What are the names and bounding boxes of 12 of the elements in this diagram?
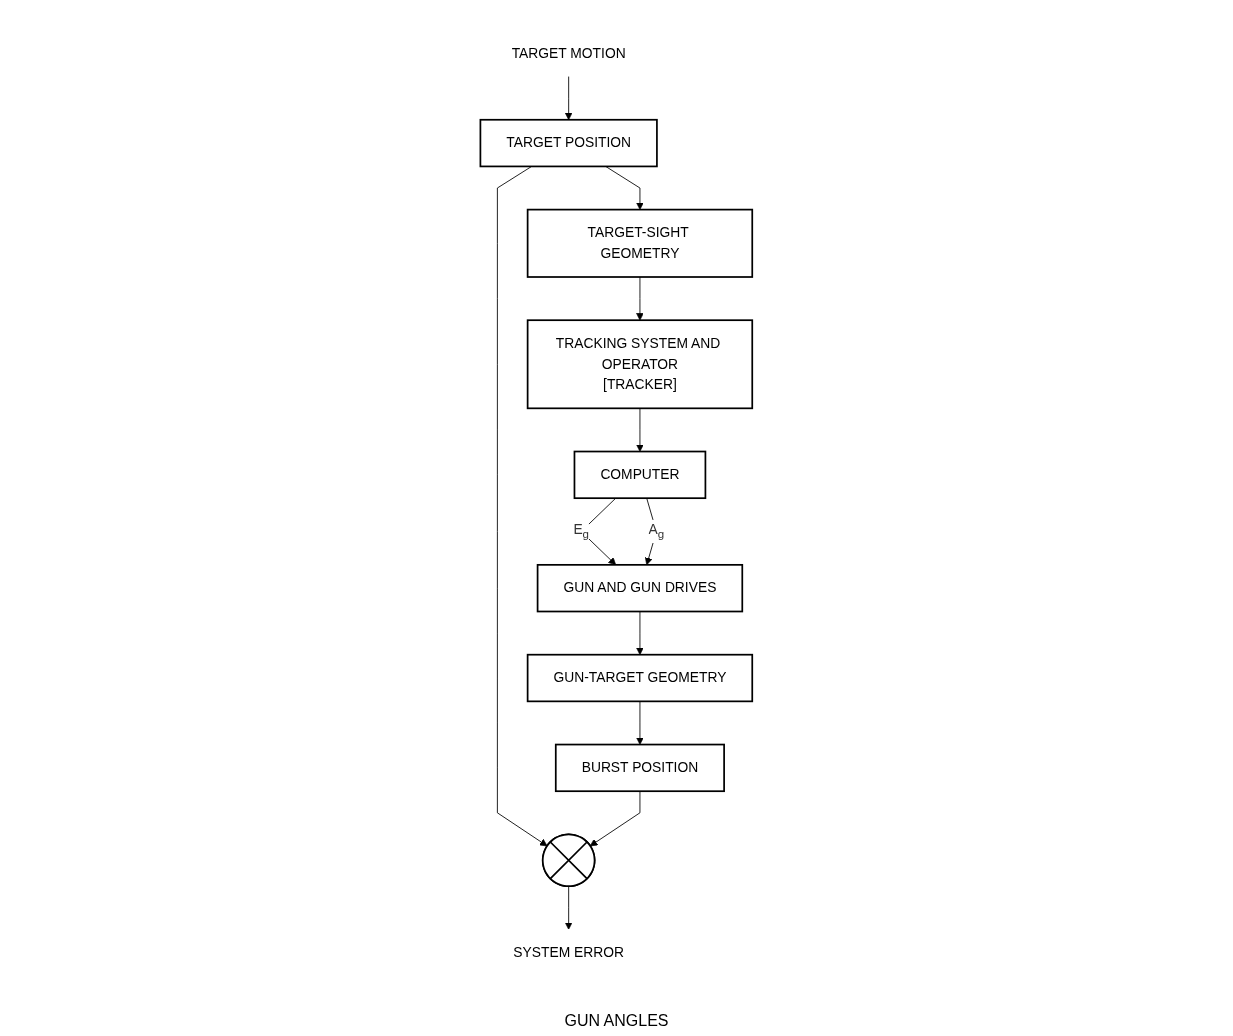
note-text: GUN ANGLES	[564, 1012, 669, 1030]
node-box: TARGET POSITION	[479, 118, 658, 168]
edge-label: E$_{g}$	[573, 522, 590, 541]
edge-label: A$_{g}$	[648, 522, 665, 541]
node-box: GUN AND GUN DRIVES	[536, 564, 744, 613]
node-text: TARGET MOTION	[511, 45, 626, 61]
node-box: TRACKING SYSTEM AND OPERATOR [TRACKER]	[526, 319, 754, 410]
node-box: TARGET-SIGHT GEOMETRY	[526, 208, 754, 278]
node-box: BURST POSITION	[555, 743, 726, 793]
node-text: SYSTEM ERROR	[513, 944, 625, 960]
node-box: GUN-TARGET GEOMETRY	[526, 653, 754, 703]
node-box: COMPUTER	[573, 450, 707, 500]
